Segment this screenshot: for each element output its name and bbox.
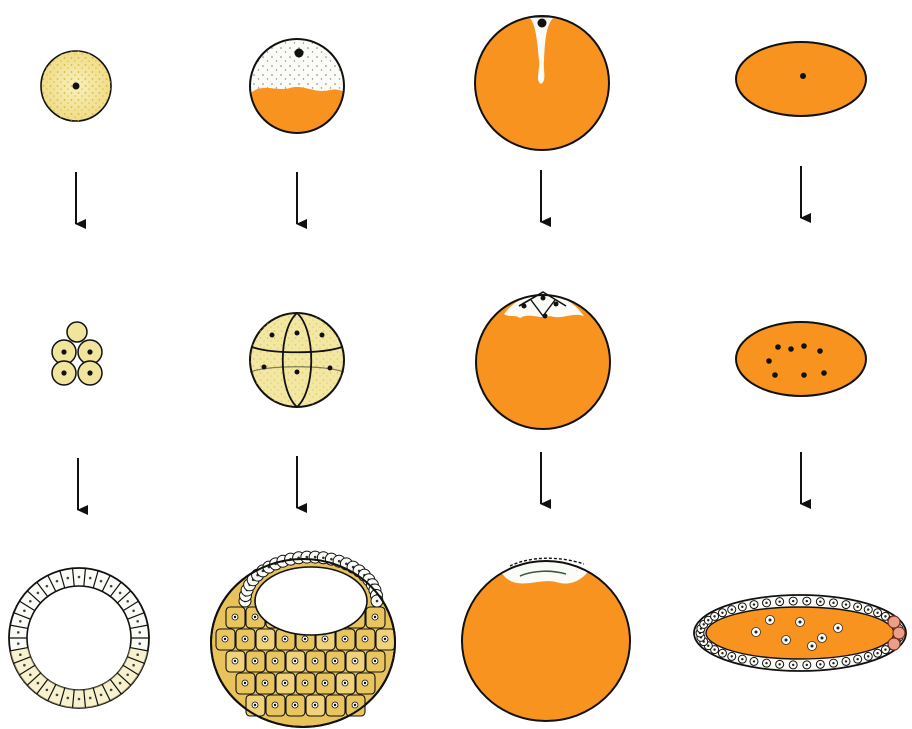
- cell-nucleus: [100, 694, 103, 697]
- nucleus: [295, 49, 304, 58]
- cell-nucleus: [17, 642, 20, 645]
- isolecithal-zygote: [41, 51, 111, 121]
- cell-nucleus: [100, 580, 103, 583]
- cell-nucleus: [23, 664, 26, 667]
- cell-nucleus: [46, 689, 49, 692]
- cell-nucleus: [66, 697, 69, 700]
- telolecithal-discoblastula: [462, 552, 630, 722]
- telolecithal-cleavage: [476, 292, 610, 429]
- nucleus: [73, 83, 80, 90]
- centrolecithal-periblastula: [694, 595, 906, 671]
- cell-nucleus: [46, 585, 49, 588]
- cell-nucleus: [19, 620, 22, 623]
- cell-nucleus: [138, 631, 141, 634]
- cell-nucleus: [136, 620, 139, 623]
- cell-nucleus: [29, 673, 32, 676]
- centrolecithal-zygote: [736, 42, 866, 116]
- cell-nucleus: [19, 653, 22, 656]
- cell-nucleus: [126, 673, 129, 676]
- pole-cell: [893, 627, 905, 639]
- arrows: [76, 166, 801, 510]
- cell-nucleus: [126, 600, 129, 603]
- cell-nucleus: [66, 577, 69, 580]
- cell-nucleus: [136, 653, 139, 656]
- isolecithal-cleavage: [52, 322, 102, 385]
- nucleus: [800, 73, 806, 79]
- cell-nucleus: [132, 610, 135, 613]
- mesolecithal-cleavage: [250, 313, 344, 407]
- cell-nucleus: [89, 577, 92, 580]
- cell-nucleus: [132, 664, 135, 667]
- nucleus: [538, 19, 547, 28]
- mesolecithal-blastula: [211, 551, 395, 727]
- cell-nucleus: [17, 631, 20, 634]
- telolecithal-zygote: [475, 16, 609, 150]
- cell-nucleus: [110, 689, 113, 692]
- isolecithal-blastula: [9, 568, 149, 708]
- mesolecithal-zygote: [250, 39, 346, 140]
- cell-nucleus: [78, 698, 81, 701]
- cell-nucleus: [78, 576, 81, 579]
- cell-nucleus: [138, 642, 141, 645]
- pole-cell: [888, 638, 900, 650]
- cell-nucleus: [89, 697, 92, 700]
- cell-nucleus: [23, 610, 26, 613]
- cell-nucleus: [29, 600, 32, 603]
- cell-nucleus: [110, 585, 113, 588]
- cell-nucleus: [119, 592, 122, 595]
- cell-nucleus: [56, 580, 59, 583]
- centrolecithal-cleavage: [736, 322, 866, 396]
- cell-nucleus: [56, 694, 59, 697]
- cell-nucleus: [119, 682, 122, 685]
- cell-nucleus: [37, 592, 40, 595]
- pole-cell: [888, 616, 900, 628]
- cell-nucleus: [37, 682, 40, 685]
